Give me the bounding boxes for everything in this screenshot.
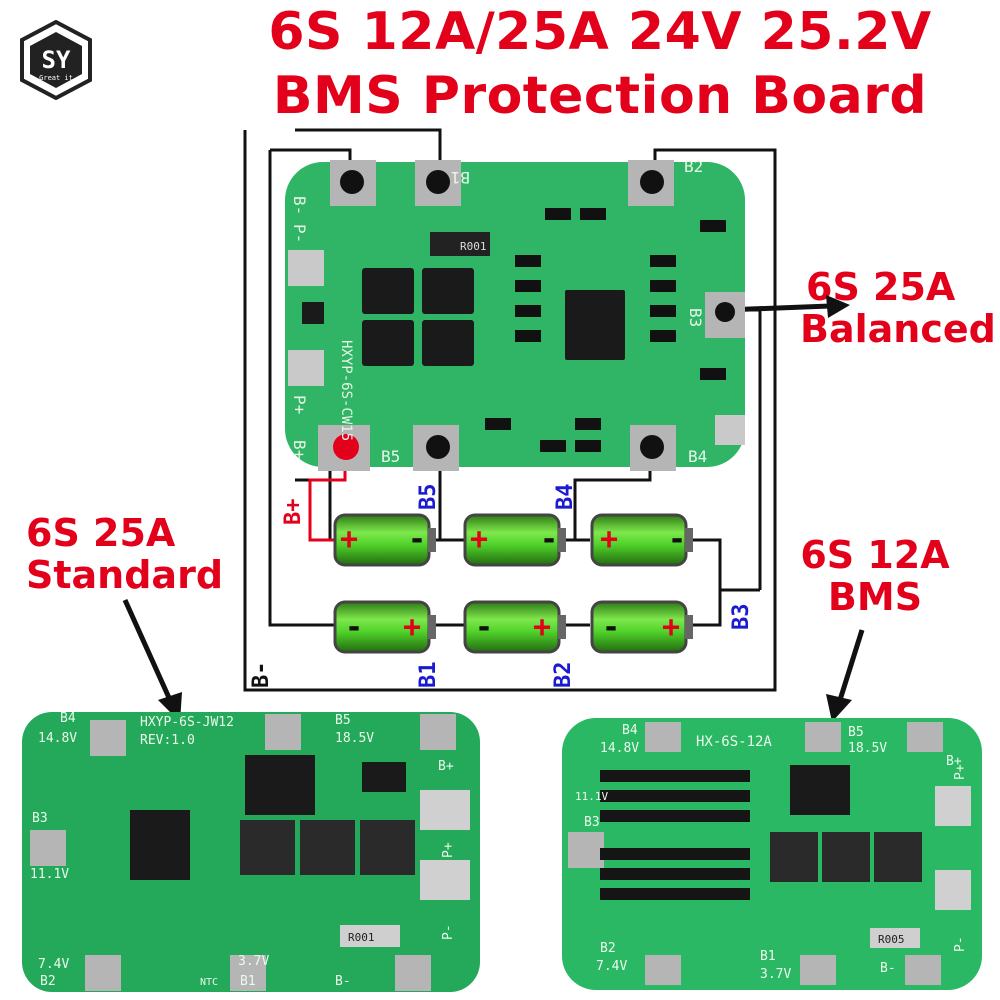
std-voltage-b5: 18.5V <box>335 731 374 746</box>
std-resistor: R001 <box>348 931 375 944</box>
label-b-plus: B+ <box>281 499 306 526</box>
std-voltage-b3: 11.1V <box>30 867 69 882</box>
arrow-standard <box>122 598 173 702</box>
label-b-minus: B- <box>249 662 274 689</box>
arrow-head-bms <box>826 694 852 722</box>
top-pcb-components <box>302 232 625 366</box>
bms-voltage-b2: 7.4V <box>596 959 627 974</box>
label-standard: 6S 25A Standard <box>26 512 223 596</box>
std-pad-b-minus: B- <box>335 974 351 989</box>
brand-logo: SY Great it <box>20 20 92 100</box>
label-balanced: 6S 25A Balanced <box>800 266 996 350</box>
bms-pad-b4: B4 <box>622 723 638 738</box>
std-pad-b3: B3 <box>32 811 48 826</box>
bms-pad-p-minus: P- <box>953 936 968 952</box>
battery-cell-1 <box>333 513 436 567</box>
label-b5: B5 <box>416 484 441 511</box>
top-pad-b5: B5 <box>381 447 400 466</box>
bms-voltage-b1: 3.7V <box>760 967 791 982</box>
top-pcb-model: HXYP-6S-CW15 <box>338 340 354 441</box>
bms-voltage-b4: 14.8V <box>600 741 639 756</box>
polarity-minus-3: - <box>668 522 686 557</box>
std-voltage-b2: 7.4V <box>38 957 69 972</box>
label-standard-line2: Standard <box>26 553 224 597</box>
std-pad-b-plus: B+ <box>438 759 454 774</box>
polarity-minus-6: - <box>602 610 620 645</box>
label-b1: B1 <box>416 662 441 689</box>
bms-pad-p-plus: P+ <box>953 764 968 780</box>
std-pad-b2: B2 <box>40 974 56 989</box>
bms-model: HX-6S-12A <box>696 734 772 750</box>
std-pad-p-plus: P+ <box>441 842 456 858</box>
polarity-plus-6: + <box>662 610 680 645</box>
std-model: HXYP-6S-JW12 <box>140 715 234 730</box>
bms-pcb <box>562 718 982 990</box>
label-bms: 6S 12A BMS <box>800 534 950 618</box>
label-b3: B3 <box>729 604 754 631</box>
label-b2: B2 <box>551 662 576 689</box>
polarity-plus-2: + <box>470 522 488 557</box>
title-line-2: BMS Protection Board <box>272 66 928 126</box>
connection-dots <box>340 170 735 459</box>
title-line-1: 6S 12A/25A 24V 25.2V <box>268 2 932 62</box>
battery-cell-6 <box>590 600 693 654</box>
std-voltage-b4: 14.8V <box>38 731 77 746</box>
polarity-minus-1: - <box>408 522 426 557</box>
label-b4: B4 <box>553 484 578 511</box>
arrow-bms <box>837 629 865 701</box>
top-pad-b-minus: B- <box>290 196 309 215</box>
std-pad-p-minus: P- <box>441 924 456 940</box>
b-plus-dot <box>333 434 359 460</box>
top-pcb-smd-parts <box>485 208 726 452</box>
std-voltage-b1: 3.7V <box>238 954 269 969</box>
label-bms-line1: 6S 12A <box>800 533 950 577</box>
logo-text: SY <box>42 46 71 74</box>
std-ntc: NTC <box>200 977 218 988</box>
bms-pad-b5: B5 <box>848 725 864 740</box>
bms-voltage-b3: 11.1V <box>575 790 608 803</box>
top-pad-b4: B4 <box>688 447 707 466</box>
bms-pad-b3: B3 <box>584 815 600 830</box>
logo-subtext: Great it <box>39 74 73 82</box>
std-rev: REV:1.0 <box>140 733 195 748</box>
top-pad-b1: B1 <box>451 168 470 187</box>
polarity-plus-3: + <box>600 522 618 557</box>
bms-voltage-b5: 18.5V <box>848 741 887 756</box>
std-pad-b4: B4 <box>60 711 76 726</box>
top-pad-p-plus: P+ <box>290 395 309 414</box>
top-pad-p-minus: P- <box>290 224 309 243</box>
label-standard-line1: 6S 25A <box>26 511 176 555</box>
bms-pad-b-plus: B+ <box>946 754 962 769</box>
polarity-plus-5: + <box>533 610 551 645</box>
top-pad-b2: B2 <box>684 157 703 176</box>
standard-pcb <box>22 712 480 992</box>
std-pad-b5: B5 <box>335 713 351 728</box>
label-bms-line2: BMS <box>827 575 923 619</box>
bms-resistor: R005 <box>878 933 905 946</box>
polarity-plus-1: + <box>340 522 358 557</box>
polarity-plus-4: + <box>403 610 421 645</box>
battery-cell-2 <box>463 513 566 567</box>
battery-cell-5 <box>463 600 566 654</box>
bms-pad-b2: B2 <box>600 941 616 956</box>
std-pad-b1: B1 <box>240 974 256 989</box>
bms-pad-b-minus: B- <box>880 961 896 976</box>
polarity-minus-4: - <box>345 610 363 645</box>
battery-cell-3 <box>590 513 693 567</box>
battery-cell-4 <box>333 600 436 654</box>
top-pcb-pads <box>288 160 745 471</box>
top-pad-b3: B3 <box>686 308 705 327</box>
top-pcb-resistor-label: R001 <box>460 240 487 253</box>
arrow-head-balanced <box>826 295 850 318</box>
polarity-minus-2: - <box>540 522 558 557</box>
top-pad-b-plus: B+ <box>290 440 309 459</box>
polarity-minus-5: - <box>475 610 493 645</box>
bms-pad-b1: B1 <box>760 949 776 964</box>
battery-row-bottom <box>333 600 693 654</box>
bms-smd-grid <box>600 770 750 900</box>
battery-row-top <box>333 513 693 567</box>
